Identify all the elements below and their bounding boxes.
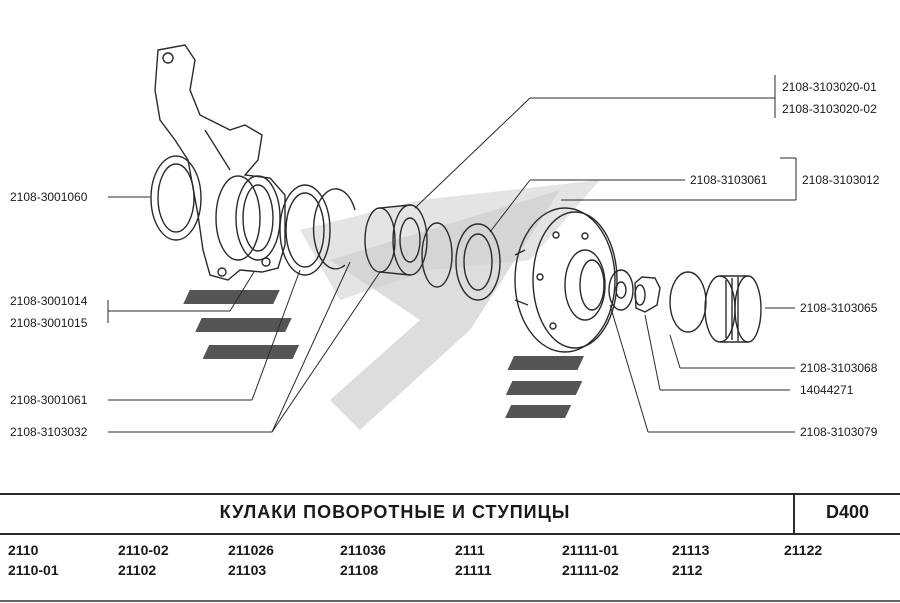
model-21111-02: 21111-02 [562, 562, 619, 578]
label-2108-3001060: 2108-3001060 [10, 190, 88, 204]
page-title: КУЛАКИ ПОВОРОТНЫЕ И СТУПИЦЫ [219, 502, 571, 522]
label-2108-3103032: 2108-3103032 [10, 425, 88, 439]
mud-ring [150, 155, 202, 241]
label-2108-3103020-02: 2108-3103020-02 [782, 102, 877, 116]
label-2108-3103065: 2108-3103065 [800, 301, 878, 315]
model-21111-01: 21111-01 [562, 542, 619, 558]
label-14044271: 14044271 [800, 383, 854, 397]
dust-cap [704, 275, 762, 343]
model-2111: 2111 [455, 542, 485, 558]
title-divider [793, 495, 795, 533]
model-21113: 21113 [672, 542, 710, 558]
model-2112: 2112 [672, 562, 703, 578]
label-2108-3001014: 2108-3001014 [10, 294, 88, 308]
model-211036: 211036 [340, 542, 386, 558]
ring-3001061 [279, 184, 331, 276]
model-211026: 211026 [228, 542, 274, 558]
wheel-hub [514, 207, 618, 353]
label-2108-3001015: 2108-3001015 [10, 316, 88, 330]
bottom-rule [0, 600, 900, 602]
title-bar: КУЛАКИ ПОВОРОТНЫЕ И СТУПИЦЫ D400 [0, 493, 900, 535]
model-21122: 21122 [784, 542, 823, 558]
model-2110: 2110 [8, 542, 39, 558]
model-21111: 21111 [455, 562, 492, 578]
page-code: D400 [825, 502, 870, 522]
hub-seal [455, 223, 501, 301]
leader-lines [107, 75, 797, 433]
washer [608, 269, 634, 311]
o-ring [669, 271, 707, 333]
model-2110-01: 2110-01 [8, 562, 59, 578]
label-2108-3103012: 2108-3103012 [802, 173, 880, 187]
label-2108-3103020-01: 2108-3103020-01 [782, 80, 877, 94]
retaining-ring-left [312, 188, 356, 270]
label-2108-3103068: 2108-3103068 [800, 361, 878, 375]
model-21108: 21108 [340, 562, 379, 578]
hub-nut [634, 276, 661, 313]
label-2108-3103061: 2108-3103061 [690, 173, 768, 187]
model-21102: 21102 [118, 562, 157, 578]
watermark-logo [183, 180, 600, 430]
steering-knuckle [154, 44, 286, 281]
label-2108-3103079: 2108-3103079 [800, 425, 878, 439]
model-21103: 21103 [228, 562, 267, 578]
hub-bearing [364, 204, 428, 276]
label-2108-3001061: 2108-3001061 [10, 393, 88, 407]
retaining-ring-right [421, 222, 453, 288]
model-2110-02: 2110-02 [118, 542, 169, 558]
